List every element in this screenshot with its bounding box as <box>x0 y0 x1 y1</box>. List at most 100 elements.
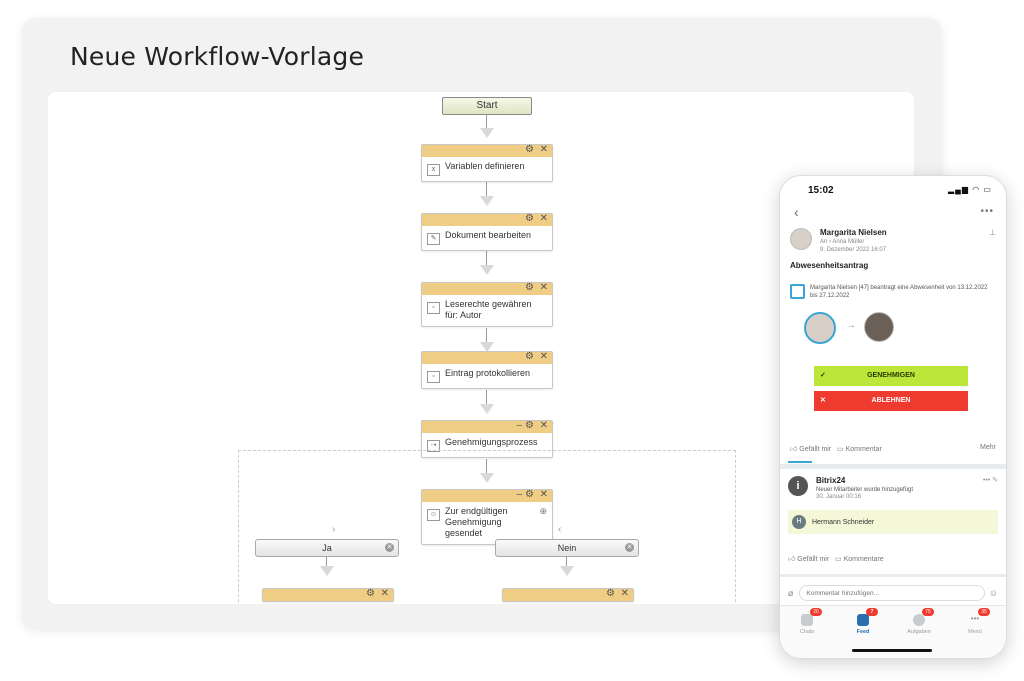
branch-container <box>238 450 736 604</box>
info-icon: i <box>788 476 808 496</box>
badge: 7 <box>866 608 878 616</box>
add-icon[interactable]: ⊕ <box>539 506 547 516</box>
comment-button[interactable]: Kommentare <box>843 556 884 563</box>
close-icon[interactable]: ✕ <box>539 144 548 155</box>
arrow-right-icon: → <box>846 320 856 331</box>
settings-icon[interactable]: ⚙ <box>606 588 615 599</box>
badge: 35 <box>978 608 990 616</box>
new-employee-card[interactable]: H Hermann Schneider <box>788 510 998 534</box>
check-icon: ✓ <box>820 372 826 379</box>
requester-avatar <box>804 312 836 344</box>
settings-icon[interactable]: ⚙ <box>525 213 534 224</box>
settings-icon[interactable]: ⚙ <box>525 351 534 362</box>
post-to-prefix: An <box>820 239 828 245</box>
minimize-icon[interactable]: – <box>516 489 522 500</box>
branch-label: Ja <box>322 543 332 553</box>
settings-icon[interactable]: ⚙ <box>525 144 534 155</box>
workflow-node-yes-child[interactable]: ⚙✕ <box>262 588 394 602</box>
post-recipient[interactable]: Anna Müller <box>832 239 865 245</box>
back-icon[interactable]: ‹ <box>794 204 799 220</box>
close-icon[interactable]: ✕ <box>385 543 394 552</box>
workflow-node-no-child[interactable]: ⚙✕ <box>502 588 634 602</box>
node-label: Eintrag protokollieren <box>445 368 531 378</box>
branch-no[interactable]: Nein✕ <box>495 539 639 557</box>
more-button[interactable]: Mehr <box>980 444 996 451</box>
badge: 20 <box>810 608 822 616</box>
post-body: Margarita Nielsen [47] beantragt eine Ab… <box>810 285 988 299</box>
comment-button[interactable]: Kommentar <box>845 446 882 453</box>
log-icon: ▫ <box>427 371 440 383</box>
workflow-node-log[interactable]: ⚙ ✕ ▫ Eintrag protokollieren <box>421 351 553 389</box>
post-actions: 👍︎ Gefällt mir ▭ Kommentar Mehr <box>790 444 996 453</box>
workflow-node-edit-document[interactable]: ⚙✕ ✎Dokument bearbeiten <box>421 213 553 251</box>
avatar[interactable] <box>790 228 812 250</box>
comment-icon: ▭ <box>835 556 842 563</box>
close-icon[interactable]: ✕ <box>380 588 389 599</box>
comment-icon: ▭ <box>837 446 844 453</box>
pin-icon[interactable]: ⊥ <box>989 228 996 237</box>
close-icon[interactable]: ✕ <box>539 489 548 500</box>
post-author[interactable]: Margarita Nielsen <box>820 228 887 237</box>
feed-icon: 7 <box>857 608 878 626</box>
like-button[interactable]: Gefällt mir <box>797 556 830 563</box>
close-icon[interactable]: ✕ <box>539 420 548 431</box>
close-icon[interactable]: ✕ <box>620 588 629 599</box>
close-icon[interactable]: ✕ <box>539 282 548 293</box>
divider <box>780 464 1006 469</box>
close-icon[interactable]: ✕ <box>539 213 548 224</box>
node-label: Zur endgültigen Genehmigung gesendet <box>445 506 508 538</box>
node-label: Variablen definieren <box>445 161 525 171</box>
workflow-node-approval[interactable]: –⚙ ✕ ⇢ Genehmigungsprozess <box>421 420 553 458</box>
more-icon[interactable]: ••• <box>980 206 994 217</box>
settings-icon[interactable]: ⚙ <box>525 420 534 431</box>
workflow-node-final-approval[interactable]: –⚙ ✕ ☺ Zur endgültigen Genehmigung gesende… <box>421 489 553 545</box>
settings-icon[interactable]: ⚙ <box>366 588 375 599</box>
menu-icon: •••35 <box>969 608 990 626</box>
tab-label: Menü <box>968 629 982 635</box>
like-button[interactable]: Gefällt mir <box>799 446 832 453</box>
close-icon[interactable]: ✕ <box>539 351 548 362</box>
close-icon[interactable]: ✕ <box>625 543 634 552</box>
status-bar: 15:02 ▂▄▆ ◠ ▭ <box>780 176 1006 202</box>
workflow-node-permissions[interactable]: ⚙✕ ▫Leserechte gewähren für: Autor <box>421 282 553 327</box>
approve-button[interactable]: ✓GENEHMIGEN <box>814 366 968 386</box>
minimize-icon[interactable]: – <box>516 420 522 431</box>
tab-label: Aufgaben <box>907 629 931 635</box>
page-title: Neue Workflow-Vorlage <box>70 42 365 71</box>
workflow-node-variables[interactable]: ⚙ ✕ x Variablen definieren <box>421 144 553 182</box>
users-icon: ☺ <box>427 509 440 521</box>
notice-author[interactable]: Bitrix24 <box>816 476 846 485</box>
emoji-icon[interactable]: ☺ <box>988 588 998 598</box>
approval-icon: ⇢ <box>427 440 440 452</box>
comment-input[interactable] <box>799 585 985 601</box>
home-indicator <box>852 649 932 652</box>
divider <box>780 574 1006 577</box>
node-label: Genehmigungsprozess <box>445 437 538 447</box>
tab-label: Feed <box>856 629 870 635</box>
branch-yes[interactable]: Ja ✕ <box>255 539 399 557</box>
reject-button[interactable]: ✕ABLEHNEN <box>814 391 968 411</box>
attach-icon[interactable]: ⌀ <box>788 587 794 598</box>
variables-icon: x <box>427 164 440 176</box>
settings-icon[interactable]: ⚙ <box>525 282 534 293</box>
reject-label: ABLEHNEN <box>871 397 911 404</box>
permissions-icon: ▫ <box>427 302 440 314</box>
start-node[interactable]: Start <box>442 97 532 115</box>
edit-document-icon: ✎ <box>427 233 440 245</box>
flow-arrow <box>320 556 334 580</box>
more-icon[interactable]: ••• ✎ <box>982 477 998 484</box>
signal-wifi-battery-icon: ▂▄▆ ◠ ▭ <box>948 185 992 194</box>
badge: 75 <box>922 608 934 616</box>
flow-arrow <box>480 328 494 352</box>
comment-bar: ⌀ ☺ <box>788 584 998 602</box>
settings-icon[interactable]: ⚙ <box>525 489 534 500</box>
post-date: 9. Dezember 2022 16:07 <box>820 247 887 253</box>
edit-document-icon <box>790 284 805 299</box>
mobile-app: 15:02 ▂▄▆ ◠ ▭ ‹ ••• Margarita Nielsen An… <box>779 175 1007 659</box>
tab-label: Chats <box>799 629 815 635</box>
